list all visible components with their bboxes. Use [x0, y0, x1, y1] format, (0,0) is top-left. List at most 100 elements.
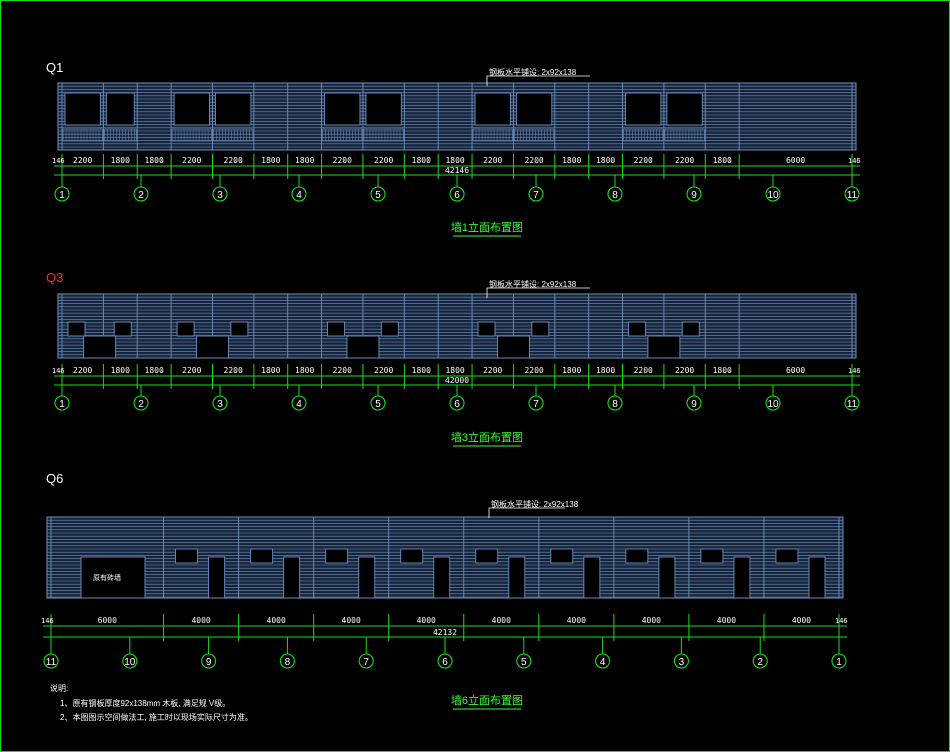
edge-dimension: 146 [41, 617, 54, 625]
notes-heading: 说明: [50, 683, 68, 693]
section-note: 钢板水平铺设: 2x92x138 [486, 67, 590, 86]
axis-bubble [133, 186, 149, 202]
rail-band [322, 128, 363, 142]
opening [733, 556, 751, 599]
axis-bubble [370, 395, 386, 411]
axis-bubble [607, 395, 623, 411]
axis-bubble [765, 186, 781, 202]
axis-bubble [43, 653, 59, 669]
axis-bubble [133, 395, 149, 411]
opening [176, 321, 195, 337]
dimension-value: 1800 [596, 366, 615, 375]
axis-bubble [528, 186, 544, 202]
opening [628, 321, 646, 337]
opening [250, 548, 274, 564]
edge-dimension: 146 [848, 367, 861, 375]
axis-number: 1 [59, 399, 65, 410]
axis-number: 6 [454, 190, 460, 201]
opening [105, 92, 135, 126]
axis-number: 3 [679, 657, 685, 668]
axis-bubble [358, 653, 374, 669]
dimension-value: 4000 [417, 616, 436, 625]
dimension-value: 1800 [412, 366, 431, 375]
axis-number: 3 [217, 399, 223, 410]
axis-number: 9 [691, 190, 697, 201]
axis-number: 9 [691, 399, 697, 410]
dimension-value: 2200 [333, 366, 352, 375]
axis-number: 4 [296, 399, 302, 410]
elevation-label: Q3 [46, 270, 63, 285]
dimension-value: 1800 [562, 366, 581, 375]
note-text: 钢板水平铺设: 2x92x138 [489, 67, 577, 77]
total-dimension: 42132 [433, 628, 457, 637]
axis-bubble [122, 653, 138, 669]
dimension-value: 4000 [717, 616, 736, 625]
wall-body [57, 82, 857, 151]
dimension-value: 2200 [374, 156, 393, 165]
general-notes: 说明: 1、原有钢板厚度92x138mm 木板, 满足规 V级。 2、本图图示空… [50, 683, 253, 722]
opening [230, 321, 249, 337]
axis-bubble [212, 186, 228, 202]
dimension-value: 1800 [445, 156, 464, 165]
dimension-value: 2200 [182, 366, 201, 375]
dimension-value: 1800 [145, 156, 164, 165]
axis-bubble [437, 653, 453, 669]
dimension-value: 2200 [224, 366, 243, 375]
opening [80, 556, 146, 599]
dimension-value: 1800 [261, 366, 280, 375]
axis-number: 2 [757, 657, 763, 668]
axis-bubble [370, 186, 386, 202]
axis-bubble [279, 653, 295, 669]
axis-bubble [831, 653, 847, 669]
axis-number: 10 [767, 399, 779, 410]
axis-bubble [844, 186, 860, 202]
axis-bubble [291, 395, 307, 411]
elevation-title: 墙6立面布置图 [451, 693, 523, 707]
opening [175, 548, 199, 564]
opening [113, 321, 132, 337]
opening [531, 321, 550, 337]
axis-bubble [449, 395, 465, 411]
axis-number: 5 [521, 657, 527, 668]
section-note: 钢板水平铺设: 2x92x138 [488, 499, 579, 518]
dimension-value: 1800 [295, 366, 314, 375]
dimension-value: 2200 [73, 156, 92, 165]
rail-band [623, 128, 664, 142]
axis-number: 5 [375, 190, 381, 201]
opening [508, 556, 526, 599]
opening [658, 556, 676, 599]
dimension-value: 2200 [374, 366, 393, 375]
opening [358, 556, 376, 599]
dimension-value: 1800 [261, 156, 280, 165]
rail-band [514, 128, 555, 142]
elevation-title: 墙3立面布置图 [451, 430, 523, 444]
dimension-value: 4000 [267, 616, 286, 625]
rail-band [62, 128, 103, 142]
opening [474, 92, 511, 126]
dimension-value: 2200 [333, 156, 352, 165]
axis-bubble [54, 186, 70, 202]
dimension-value: 2200 [483, 156, 502, 165]
elevation-label: Q1 [46, 60, 63, 75]
axis-number: 8 [612, 190, 618, 201]
opening [173, 92, 210, 126]
opening [400, 548, 424, 564]
opening [196, 335, 229, 359]
axis-bubble [844, 395, 860, 411]
rail-band [664, 128, 705, 142]
note-text: 钢板水平铺设: 2x92x138 [491, 499, 579, 509]
axis-number: 7 [533, 190, 539, 201]
axis-number: 6 [454, 399, 460, 410]
dimension-value: 4000 [342, 616, 361, 625]
dimension-value: 6000 [786, 156, 805, 165]
opening [83, 335, 117, 359]
axis-bubble [528, 395, 544, 411]
dimension-value: 1800 [111, 366, 130, 375]
axis-number: 1 [836, 657, 842, 668]
axis-number: 8 [285, 657, 291, 668]
